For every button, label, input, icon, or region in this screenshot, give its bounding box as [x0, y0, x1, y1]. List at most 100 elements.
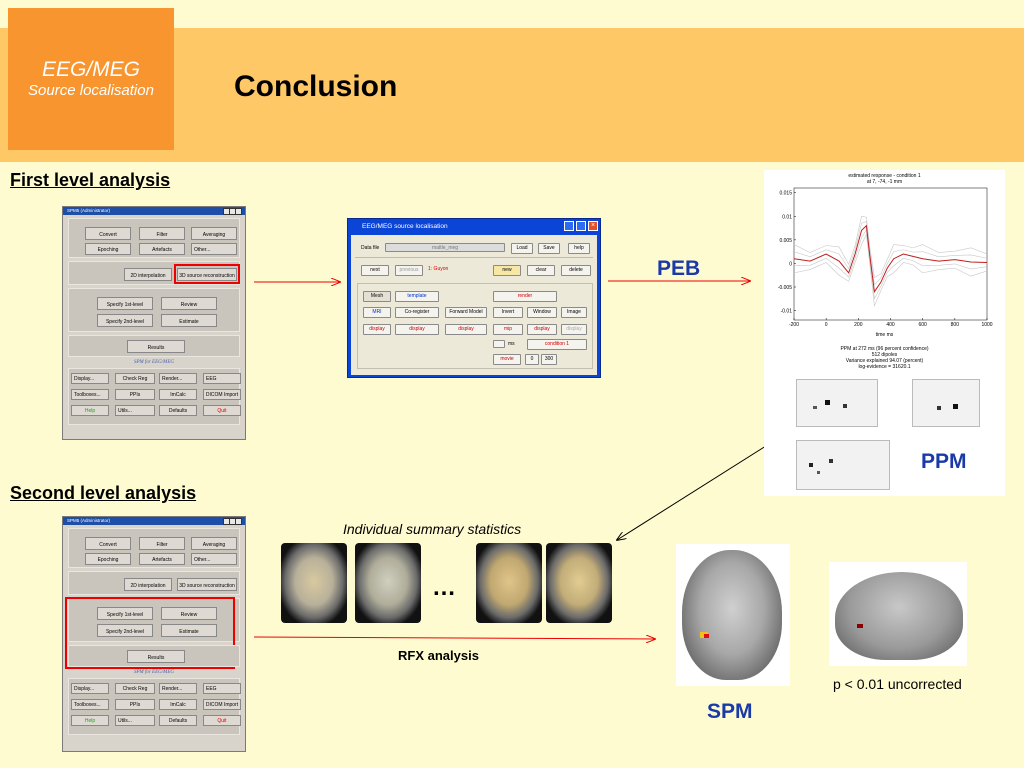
spm-brain-frame [676, 544, 790, 686]
coregister-button[interactable]: Co-register [395, 307, 439, 318]
display-select[interactable]: Display... [71, 373, 109, 384]
delete-button[interactable]: delete [561, 265, 591, 276]
checkreg-button[interactable]: Check Reg [115, 373, 155, 384]
display-forward-button[interactable]: display [445, 324, 487, 335]
epoching-button[interactable]: Epoching [85, 243, 131, 255]
imcalc-button[interactable]: ImCalc [159, 389, 197, 400]
datafile-label: Data file [361, 245, 380, 251]
movie-button[interactable]: movie [493, 354, 521, 365]
other-select[interactable]: Other... [191, 553, 237, 565]
results-button[interactable]: Results [127, 340, 185, 353]
ppis-button[interactable]: PPIs [115, 389, 155, 400]
results-button[interactable]: Results [127, 650, 185, 663]
close-icon[interactable] [235, 518, 242, 525]
help-button[interactable]: Help [71, 405, 109, 416]
display-coreg-button[interactable]: display [395, 324, 439, 335]
specify-2nd-level-button[interactable]: Specify 2nd-level [97, 624, 153, 637]
filter-button[interactable]: Filter [139, 537, 185, 550]
utils-select[interactable]: Utils... [115, 405, 155, 416]
glass-brain-axial [796, 440, 890, 490]
imcalc-button[interactable]: ImCalc [159, 699, 197, 710]
toolboxes-select[interactable]: Toolboxes... [71, 699, 109, 710]
ppm-info-line: log-evidence = 31620.1 [858, 364, 911, 370]
specify-2nd-level-button[interactable]: Specify 2nd-level [97, 314, 153, 327]
artefacts-button[interactable]: Artefacts [139, 553, 185, 565]
next-button[interactable]: next [361, 265, 389, 276]
display-image-button[interactable]: display [561, 324, 587, 335]
interpolation-button[interactable]: 2D interpolation [124, 268, 172, 281]
epoching-button[interactable]: Epoching [85, 553, 131, 565]
save-button[interactable]: Save [538, 243, 560, 254]
dicom-button[interactable]: DICOM Import [203, 389, 241, 400]
mesh-label: Mesh [363, 291, 391, 302]
subject-brain-4 [546, 543, 612, 623]
eeg-titlebar: EEG/MEG source localisation × [348, 219, 600, 234]
clear-button[interactable]: clear [527, 265, 555, 276]
source-reconstruction-button[interactable]: 3D source reconstruction [177, 578, 237, 591]
lateral-brain-render [835, 572, 963, 660]
modality-select[interactable]: EEG [203, 683, 241, 694]
condition-button[interactable]: condition 1 [527, 339, 587, 350]
image-button[interactable]: Image [561, 307, 587, 318]
close-icon[interactable] [235, 208, 242, 215]
datafile-field[interactable]: mattle_meg [385, 243, 505, 252]
mri-button[interactable]: MRI [363, 307, 391, 318]
y-tick-label: 0.015 [779, 191, 792, 197]
defaults-button[interactable]: Defaults [159, 405, 197, 416]
close-icon[interactable]: × [588, 221, 598, 231]
modality-select[interactable]: EEG [203, 373, 241, 384]
maximize-icon[interactable] [576, 221, 586, 231]
averaging-button[interactable]: Averaging [191, 227, 237, 240]
specify-1st-level-button[interactable]: Specify 1st-level [97, 297, 153, 310]
render-button[interactable]: render [493, 291, 557, 302]
specify-1st-level-button[interactable]: Specify 1st-level [97, 607, 153, 620]
render-select[interactable]: Render... [159, 683, 197, 694]
logo-box: EEG/MEG Source localisation [8, 8, 174, 150]
x-tick-label: 600 [918, 322, 927, 328]
toolboxes-select[interactable]: Toolboxes... [71, 389, 109, 400]
convert-button[interactable]: Convert [85, 537, 131, 550]
forward-model-button[interactable]: Forward Model [445, 307, 487, 318]
movie-start-field[interactable]: 0 [525, 354, 539, 365]
filter-button[interactable]: Filter [139, 227, 185, 240]
pvalue-label: p < 0.01 uncorrected [833, 676, 962, 692]
review-button[interactable]: Review [161, 607, 217, 620]
load-button[interactable]: Load [511, 243, 533, 254]
quit-button[interactable]: Quit [203, 715, 241, 726]
invert-button[interactable]: Invert [493, 307, 523, 318]
checkreg-button[interactable]: Check Reg [115, 683, 155, 694]
utils-select[interactable]: Utils... [115, 715, 155, 726]
defaults-button[interactable]: Defaults [159, 715, 197, 726]
previous-button[interactable]: previous [395, 265, 423, 276]
convert-button[interactable]: Convert [85, 227, 131, 240]
help-button[interactable]: help [568, 243, 590, 254]
arrow-ppm-to-stats [617, 431, 789, 540]
group-temporal: Convert Filter Averaging Epoching Artefa… [68, 218, 240, 258]
ppm-label: PPM [921, 450, 967, 473]
quit-button[interactable]: Quit [203, 405, 241, 416]
source-reconstruction-button[interactable]: 3D source reconstruction [177, 268, 237, 281]
display-mri-button[interactable]: display [363, 324, 391, 335]
other-select[interactable]: Other... [191, 243, 237, 255]
minimize-icon[interactable] [564, 221, 574, 231]
estimate-button[interactable]: Estimate [161, 314, 217, 327]
movie-end-field[interactable]: 300 [541, 354, 557, 365]
display-window-button[interactable]: display [527, 324, 557, 335]
time-input[interactable] [493, 340, 505, 348]
ppis-button[interactable]: PPIs [115, 699, 155, 710]
interpolation-button[interactable]: 2D interpolation [124, 578, 172, 591]
dicom-button[interactable]: DICOM Import [203, 699, 241, 710]
averaging-button[interactable]: Averaging [191, 537, 237, 550]
new-button[interactable]: new [493, 265, 521, 276]
display-select[interactable]: Display... [71, 683, 109, 694]
template-button[interactable]: template [395, 291, 439, 302]
estimate-button[interactable]: Estimate [161, 624, 217, 637]
window-button[interactable]: Window [527, 307, 557, 318]
group-model: Specify 1st-level Review Specify 2nd-lev… [68, 288, 240, 332]
help-button[interactable]: Help [71, 715, 109, 726]
artefacts-button[interactable]: Artefacts [139, 243, 185, 255]
review-button[interactable]: Review [161, 297, 217, 310]
render-select[interactable]: Render... [159, 373, 197, 384]
mip-button[interactable]: mip [493, 324, 523, 335]
